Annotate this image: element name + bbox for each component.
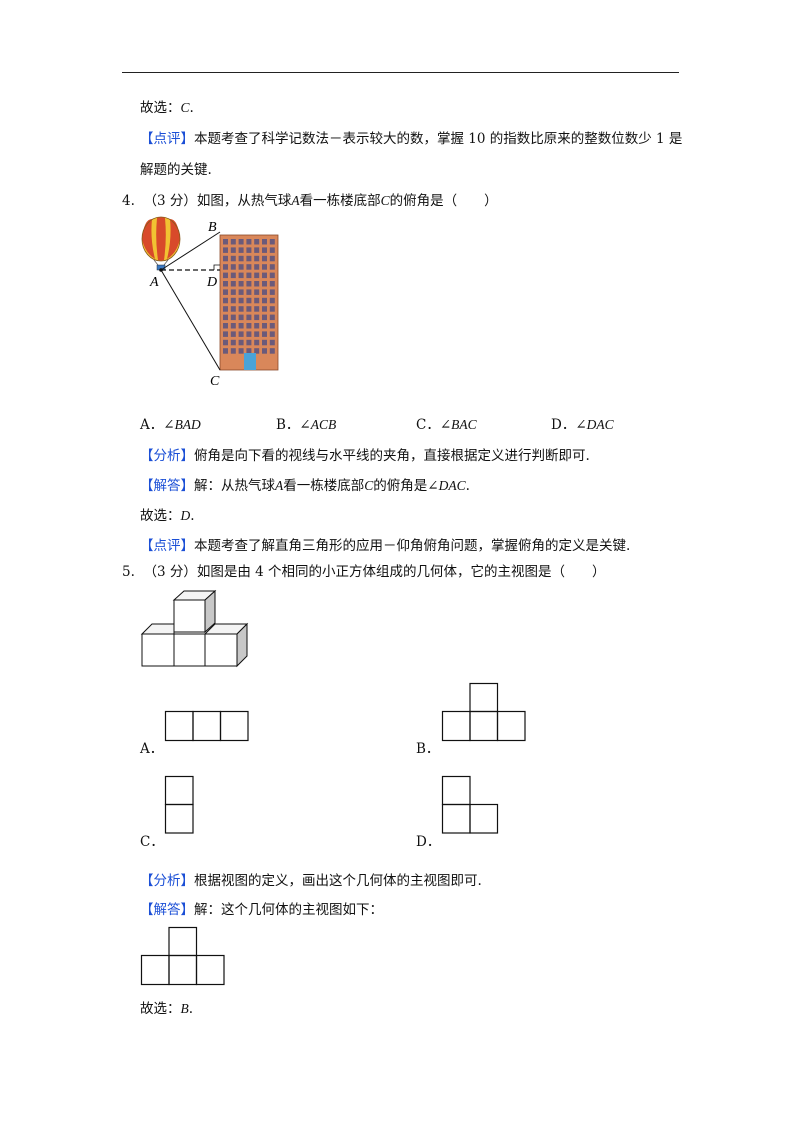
hot-air-balloon-icon: [141, 216, 181, 271]
label-a: A: [149, 275, 159, 290]
label-d: D: [206, 275, 217, 290]
q4-option-c[interactable]: C．∠BAC: [416, 417, 477, 433]
q5-option-d-label[interactable]: D．: [416, 834, 441, 850]
q4-solution: 【解答】解：从热气球A看一栋楼底部C的俯角是∠DAC.: [140, 478, 470, 494]
q3-comment-line2: 解题的关键.: [140, 162, 212, 178]
q4-answer: 故选：D.: [140, 508, 195, 524]
q4-option-b[interactable]: B．∠ACB: [276, 417, 337, 433]
q5-solution-figure: [140, 926, 225, 986]
q5-option-c-label[interactable]: C．: [140, 834, 164, 850]
q5-solution: 【解答】解：这个几何体的主视图如下：: [140, 902, 383, 918]
q4-analysis: 【分析】俯角是向下看的视线与水平线的夹角，直接根据定义进行判断即可.: [140, 448, 590, 464]
q4-stem: 4. （3 分）如图，从热气球A看一栋楼底部C的俯角是（ ）: [122, 193, 498, 209]
q5-option-a-figure[interactable]: [164, 710, 249, 742]
q5-option-c-figure[interactable]: [164, 775, 194, 834]
label-c: C: [210, 374, 220, 389]
comment-tag: 【点评】: [140, 131, 194, 147]
q5-analysis: 【分析】根据视图的定义，画出这个几何体的主视图即可.: [140, 873, 482, 889]
q4-option-d[interactable]: D．∠DAC: [551, 417, 614, 433]
label-b: B: [208, 220, 217, 235]
q4-figure: B A D C: [141, 216, 279, 389]
q5-option-a-label[interactable]: A．: [140, 741, 164, 757]
q5-option-b-label[interactable]: B．: [416, 741, 440, 757]
building-icon: [219, 234, 279, 371]
q4-comment: 【点评】本题考查了解直角三角形的应用－仰角俯角问题，掌握俯角的定义是关键.: [140, 538, 631, 554]
q5-option-b-figure[interactable]: [441, 682, 526, 742]
q4-option-a[interactable]: A．∠BAD: [140, 417, 201, 433]
q5-stem: 5. （3 分）如图是由 4 个相同的小正方体组成的几何体，它的主视图是（ ）: [122, 564, 606, 580]
header-rule: [122, 72, 679, 73]
q3-comment-line1: 【点评】本题考查了科学记数法－表示较大的数，掌握 10 的指数比原来的整数位数少…: [140, 131, 683, 147]
q5-cube-figure: [140, 589, 249, 668]
q3-answer: 故选：C.: [140, 100, 194, 116]
q5-answer: 故选：B.: [140, 1001, 194, 1017]
q5-option-d-figure[interactable]: [441, 775, 499, 834]
